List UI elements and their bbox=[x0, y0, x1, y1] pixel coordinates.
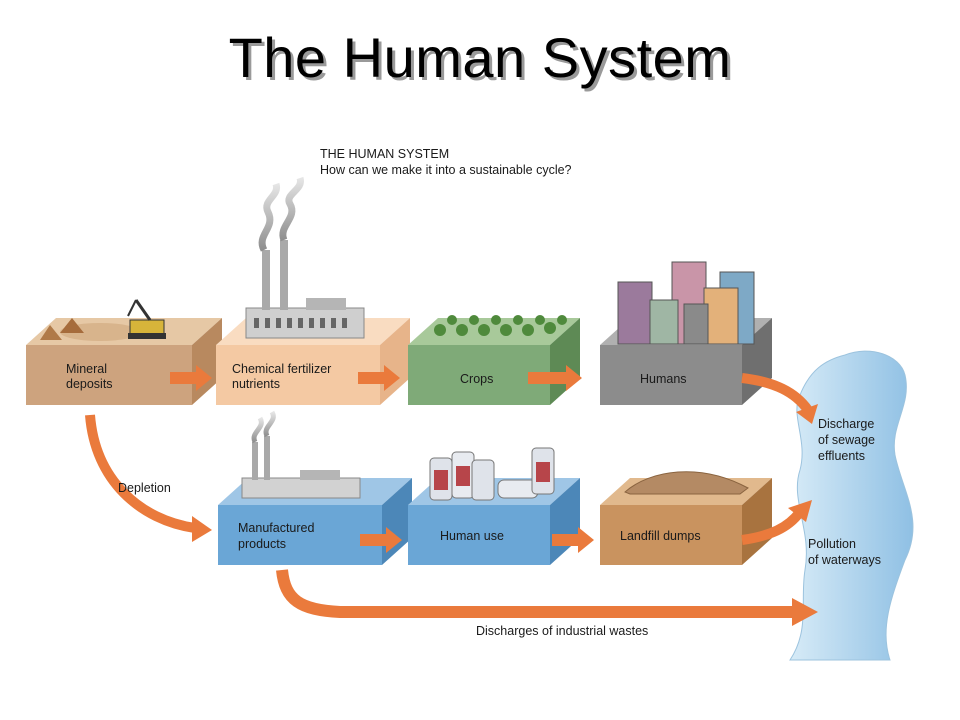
sewage-label-line1: Discharge bbox=[818, 417, 874, 431]
chemical-label-line2: nutrients bbox=[232, 377, 280, 391]
industrial-waste-label: Discharges of industrial wastes bbox=[476, 624, 648, 638]
depletion-label: Depletion bbox=[118, 481, 171, 495]
mining-excavator-icon bbox=[127, 299, 166, 339]
mineral-deposits-box: Mineral deposits bbox=[26, 318, 222, 405]
sewage-arrow bbox=[741, 373, 818, 424]
landfill-label: Landfill dumps bbox=[620, 529, 701, 543]
mineral-label-line2: deposits bbox=[66, 377, 113, 391]
landfill-outflow-arrow bbox=[741, 500, 812, 545]
manufactured-label-line2: products bbox=[238, 537, 286, 551]
industrial-waste-arrow bbox=[276, 569, 818, 626]
factory-icon bbox=[245, 176, 365, 339]
diagram-caption: THE HUMAN SYSTEM How can we make it into… bbox=[320, 147, 572, 177]
garbage-pile-icon bbox=[624, 471, 749, 495]
manufactured-label-line1: Manufactured bbox=[238, 521, 314, 535]
canister-icon bbox=[429, 447, 555, 501]
pollution-label: Pollution of waterways bbox=[808, 537, 881, 567]
humans-label: Humans bbox=[640, 372, 687, 386]
flow-arrows bbox=[170, 365, 594, 553]
slide-title: The Human System bbox=[228, 26, 732, 89]
city-buildings-icon bbox=[617, 261, 755, 345]
mineral-label-line1: Mineral bbox=[66, 362, 107, 376]
crop-plants-icon bbox=[434, 315, 567, 336]
sewage-label-line3: effluents bbox=[818, 449, 865, 463]
river-icon bbox=[789, 350, 914, 661]
chemical-label-line1: Chemical fertilizer bbox=[232, 362, 331, 376]
crops-label: Crops bbox=[460, 372, 493, 386]
pollution-label-line2: of waterways bbox=[808, 553, 881, 567]
sewage-label-line2: of sewage bbox=[818, 433, 875, 447]
caption-question: How can we make it into a sustainable cy… bbox=[320, 163, 572, 177]
depletion-arrow bbox=[85, 414, 212, 542]
pollution-label-line1: Pollution bbox=[808, 537, 856, 551]
caption-heading: THE HUMAN SYSTEM bbox=[320, 147, 449, 161]
factory-icon bbox=[241, 410, 361, 499]
human-use-label: Human use bbox=[440, 529, 504, 543]
sewage-label: Discharge of sewage effluents bbox=[818, 417, 875, 463]
